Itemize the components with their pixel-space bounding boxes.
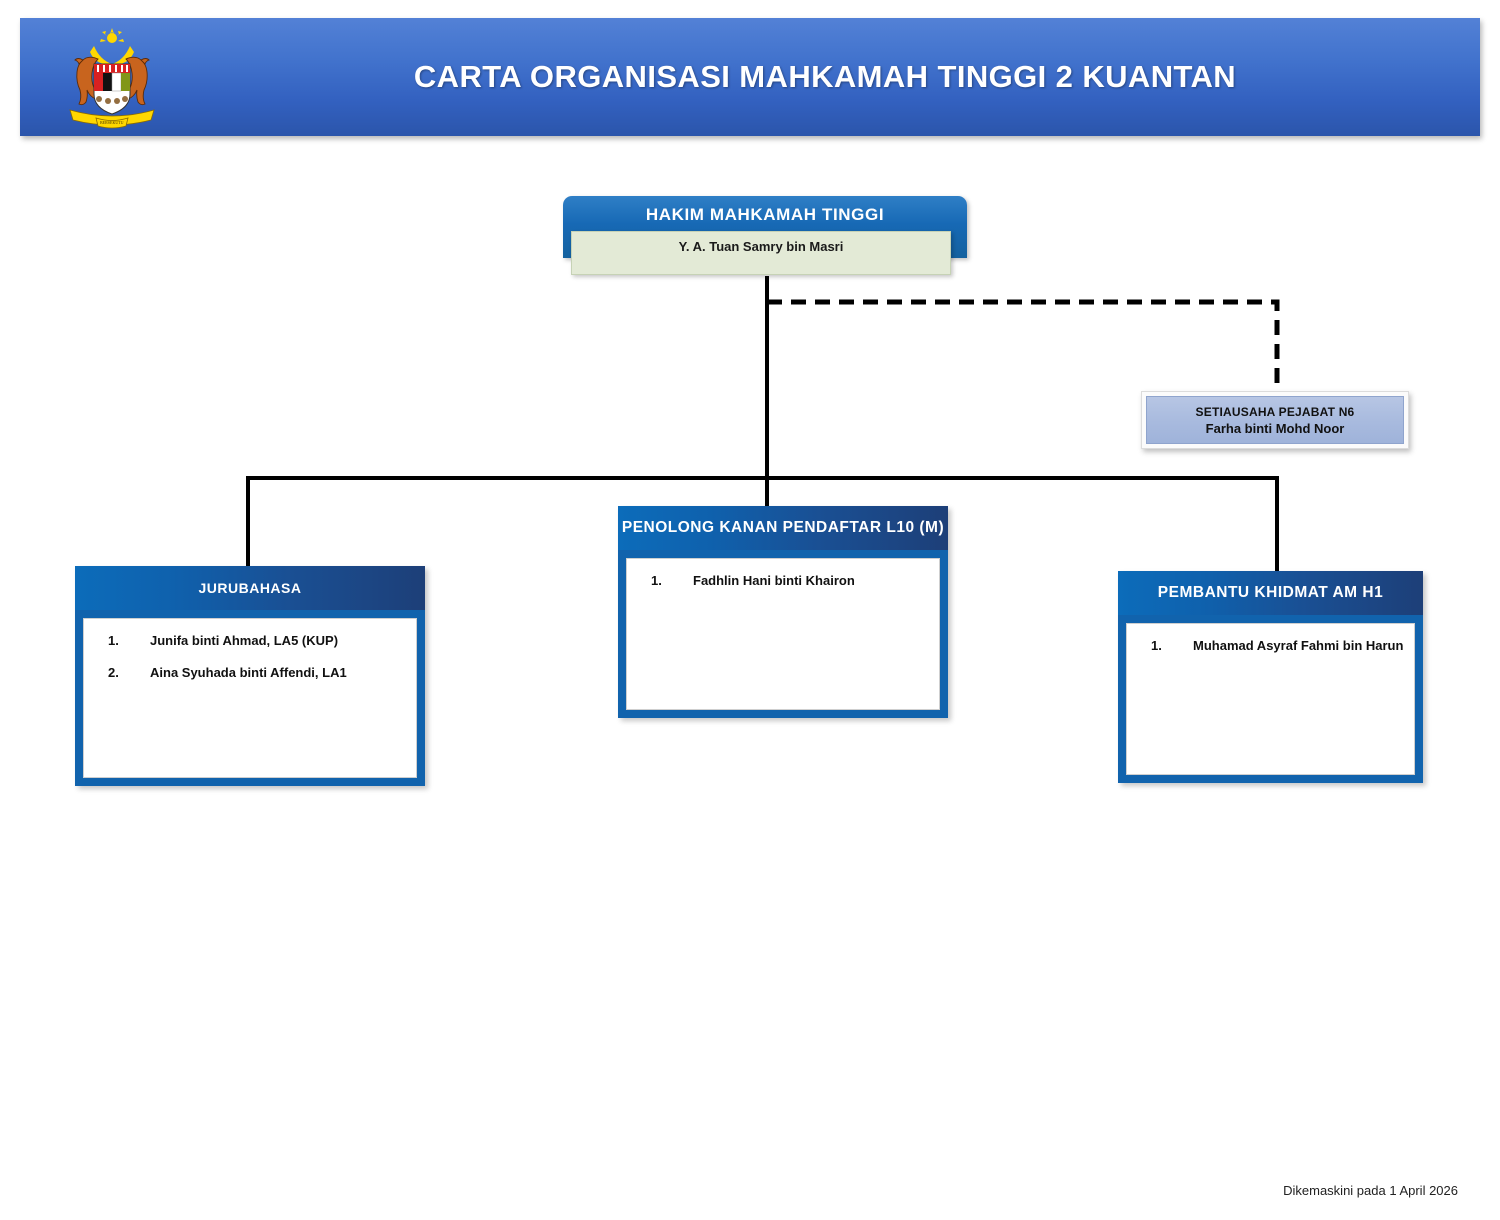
node-penolong-body: 1. Fadhlin Hani binti Khairon [626,558,940,710]
list-item-label: Muhamad Asyraf Fahmi bin Harun [1193,638,1404,653]
node-jurubahasa-body: 1. Junifa binti Ahmad, LA5 (KUP) 2. Aina… [83,618,417,778]
page-title: CARTA ORGANISASI MAHKAMAH TINGGI 2 KUANT… [413,59,1237,94]
node-setiausaha-pejabat[interactable]: SETIAUSAHA PEJABAT N6 Farha binti Mohd N… [1141,391,1409,449]
svg-text:BERSEKUTU: BERSEKUTU [100,120,124,125]
node-pembantu-body: 1. Muhamad Asyraf Fahmi bin Harun [1126,623,1415,775]
node-hakim-name: Y. A. Tuan Samry bin Masri [678,239,844,254]
list-item-number: 1. [651,573,662,588]
list-item-number: 1. [108,633,119,648]
node-hakim-body: Y. A. Tuan Samry bin Masri [571,231,951,275]
node-penolong-member-list: 1. Fadhlin Hani binti Khairon [641,573,929,589]
node-setiausaha-name: Farha binti Mohd Noor [1205,420,1345,436]
last-updated-note: Dikemaskini pada 1 April 2026 [1283,1183,1458,1198]
list-item: 1. Junifa binti Ahmad, LA5 (KUP) [98,633,406,649]
list-item-label: Junifa binti Ahmad, LA5 (KUP) [150,633,339,648]
node-jurubahasa[interactable]: JURUBAHASA 1. Junifa binti Ahmad, LA5 (K… [75,566,425,786]
node-pembantu-member-list: 1. Muhamad Asyraf Fahmi bin Harun [1141,638,1404,654]
node-hakim-title: HAKIM MAHKAMAH TINGGI [645,205,885,224]
list-item-label: Fadhlin Hani binti Khairon [693,573,855,588]
list-item-number: 2. [108,664,119,680]
node-jurubahasa-title: JURUBAHASA [198,580,302,596]
node-setiausaha-inner: SETIAUSAHA PEJABAT N6 Farha binti Mohd N… [1146,396,1404,444]
node-jurubahasa-header: JURUBAHASA [75,566,425,610]
node-pembantu-header: PEMBANTU KHIDMAT AM H1 [1118,571,1423,615]
list-item: 1. Fadhlin Hani binti Khairon [641,573,929,589]
list-item-number: 1. [1151,638,1162,653]
malaysia-coat-of-arms-icon: BERSEKUTU [69,28,155,129]
node-pembantu-khidmat-am[interactable]: PEMBANTU KHIDMAT AM H1 1. Muhamad Asyraf… [1118,571,1423,783]
connector-dashed-to-setiausaha [767,299,1280,393]
node-pembantu-title: PEMBANTU KHIDMAT AM H1 [1157,584,1384,601]
node-jurubahasa-member-list: 1. Junifa binti Ahmad, LA5 (KUP) 2. Aina… [98,633,406,680]
node-setiausaha-title: SETIAUSAHA PEJABAT N6 [1195,404,1355,419]
node-penolong-title: PENOLONG KANAN PENDAFTAR L10 (M) [621,519,945,536]
list-item-label: Aina Syuhada binti Affendi, LA1 [150,664,347,680]
list-item: 1. Muhamad Asyraf Fahmi bin Harun [1141,638,1404,654]
list-item: 2. Aina Syuhada binti Affendi, LA1 [98,665,406,681]
node-penolong-kanan-pendaftar[interactable]: PENOLONG KANAN PENDAFTAR L10 (M) 1. Fadh… [618,506,948,718]
node-penolong-header: PENOLONG KANAN PENDAFTAR L10 (M) [618,506,948,550]
header-banner: BERSEKUTU CARTA ORGANISASI MAHKAMAH TING… [20,18,1480,136]
